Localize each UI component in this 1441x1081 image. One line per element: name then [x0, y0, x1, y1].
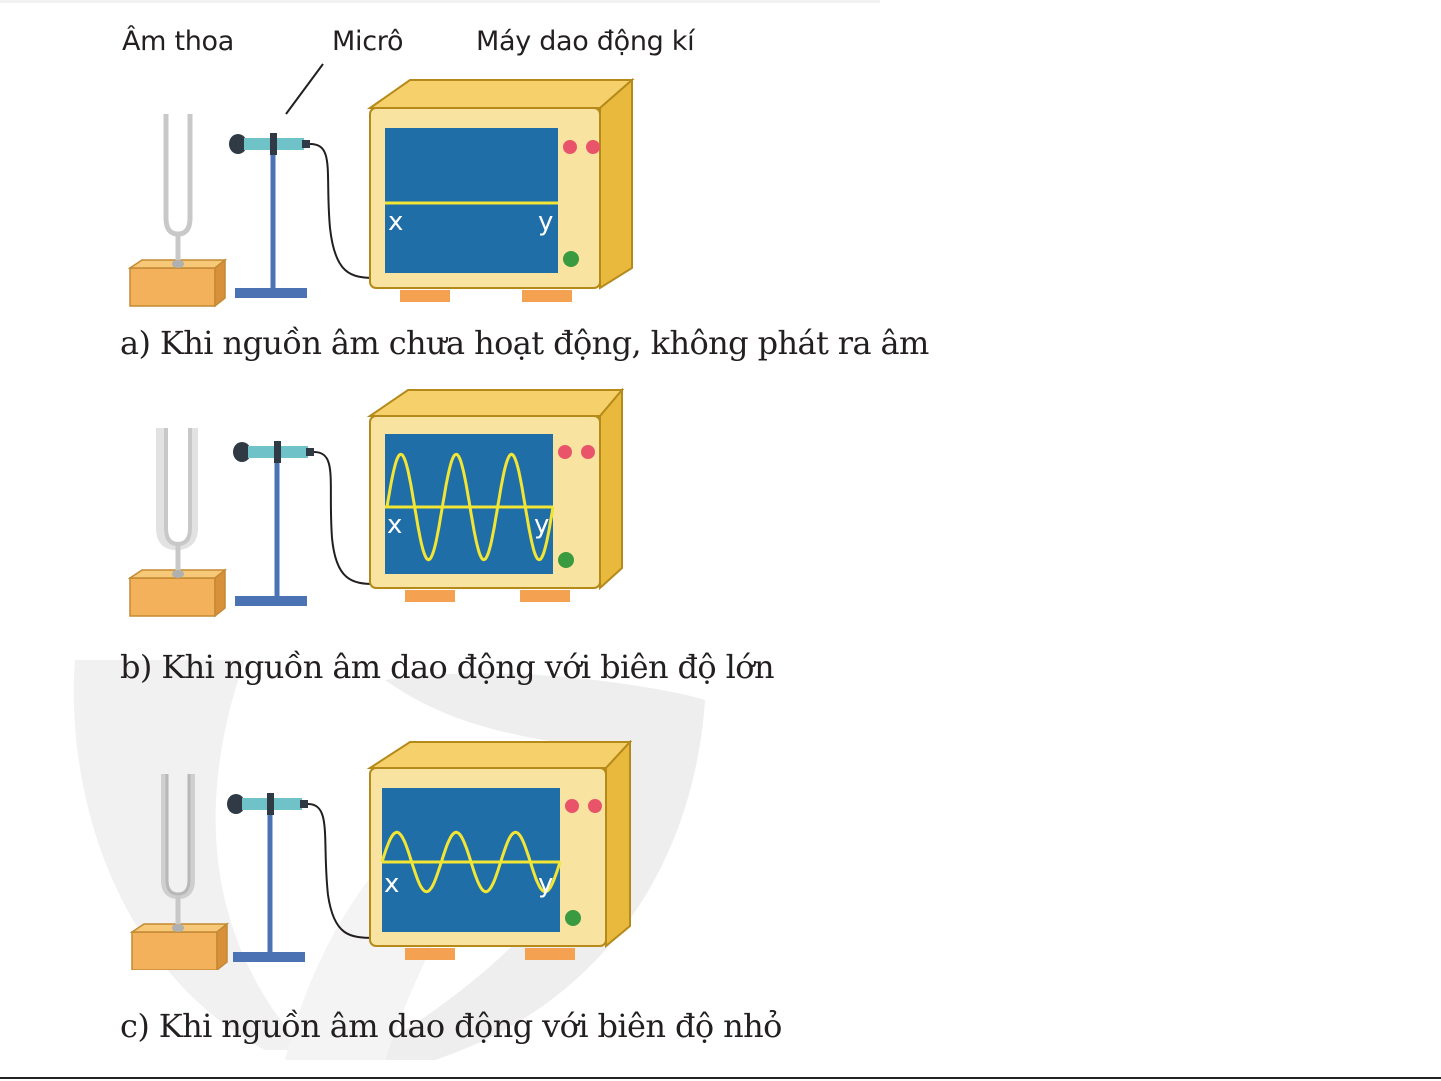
- panel-c-diagram: x y: [120, 740, 660, 970]
- panel-b-cable: [314, 452, 375, 584]
- panel-a-tuning-fork: [130, 114, 225, 306]
- panel-c-red-button: [588, 799, 602, 813]
- panel-a-red-button: [586, 140, 600, 154]
- panel-c-caption: c) Khi nguồn âm dao động với biên độ nhỏ: [120, 1007, 782, 1045]
- panel-c-axis-x-label: x: [384, 869, 399, 899]
- panel-b-green-button: [558, 552, 574, 568]
- panel-a-microphone: [229, 133, 310, 298]
- panel-c-red-button: [565, 799, 579, 813]
- panel-c-oscilloscope: x y: [370, 742, 630, 960]
- panel-a-cable: [310, 144, 375, 278]
- panel-b-red-button: [581, 445, 595, 459]
- panel-b-microphone: [233, 441, 314, 606]
- panel-c-green-button: [565, 910, 581, 926]
- panel-a-red-button: [563, 140, 577, 154]
- panel-b-axis-x-label: x: [387, 510, 402, 540]
- microphone-label: Micrô: [332, 26, 403, 57]
- panel-a-caption: a) Khi nguồn âm chưa hoạt động, không ph…: [120, 324, 929, 362]
- panel-b-caption: b) Khi nguồn âm dao động với biên độ lớn: [120, 648, 774, 686]
- oscilloscope-label: Máy dao động kí: [476, 26, 694, 57]
- panel-c-cable: [308, 804, 375, 938]
- panel-a-diagram: x y: [120, 78, 660, 308]
- panel-a-oscilloscope: x y: [370, 80, 632, 302]
- panel-a-green-button: [563, 251, 579, 267]
- panel-b-tuning-fork: [130, 428, 225, 616]
- panel-c-axis-y-label: y: [538, 869, 553, 899]
- tuning-fork-label: Âm thoa: [122, 26, 234, 57]
- panel-b-oscilloscope: x y: [370, 390, 622, 602]
- panel-c-microphone: [227, 793, 308, 962]
- panel-b-axis-y-label: y: [534, 510, 549, 540]
- panel-a-axis-x-label: x: [388, 207, 403, 237]
- panel-a-axis-y-label: y: [538, 207, 553, 237]
- top-rule: [0, 0, 880, 3]
- bottom-rule: [0, 1077, 1441, 1079]
- panel-b-red-button: [558, 445, 572, 459]
- panel-b-diagram: x y: [120, 388, 660, 618]
- panel-c-tuning-fork: [132, 774, 227, 970]
